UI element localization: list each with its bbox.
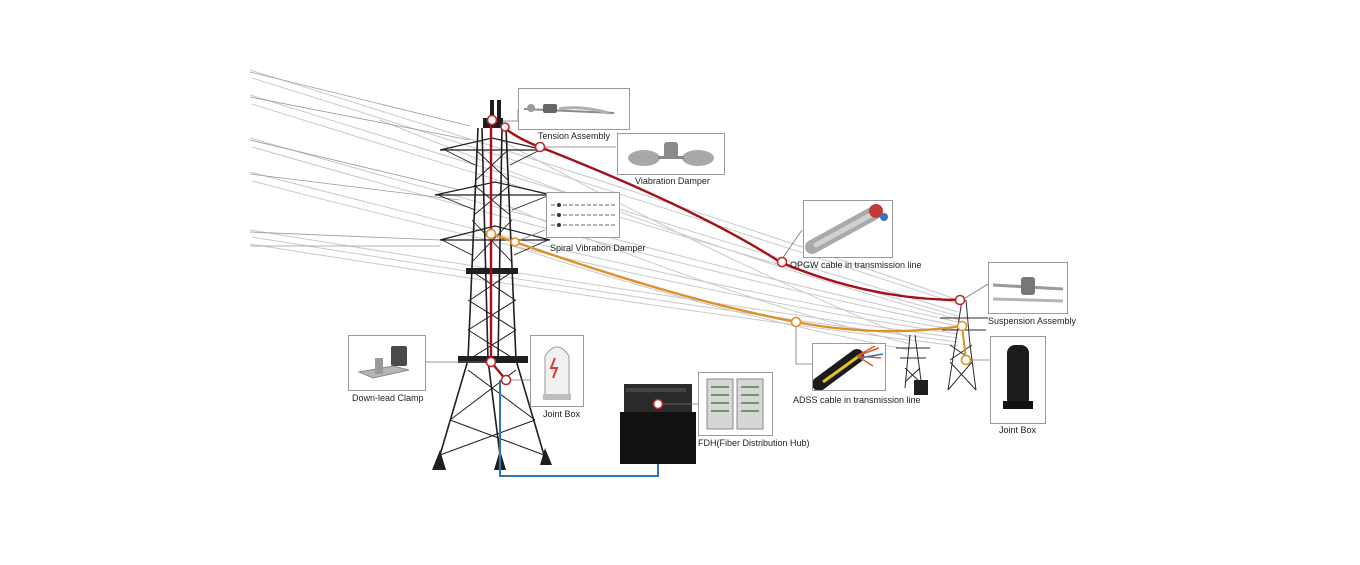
- label-adss-cable: ADSS cable in transmission line: [793, 395, 921, 405]
- small-transmission-tower: [896, 334, 930, 389]
- joint-box-right-image: [990, 336, 1046, 424]
- spiral-vibration-damper-image: [546, 192, 620, 238]
- label-suspension-assembly: Suspension Assembly: [988, 316, 1077, 326]
- suspension-assembly-image: [988, 262, 1068, 314]
- marker-spiral-damper: [485, 228, 497, 240]
- marker-fdh: [652, 398, 664, 410]
- opgw-route: [502, 126, 961, 302]
- fdh-cabinet: [620, 384, 696, 464]
- opgw-cable-image: [803, 200, 893, 258]
- marker-adss-cable: [790, 316, 802, 328]
- marker-tension-assembly: [486, 114, 498, 126]
- label-opgw-cable: OPGW cable in transmission line: [790, 260, 922, 270]
- marker-tension-assembly-2: [500, 122, 510, 132]
- label-tension-assembly: Tension Assembly: [538, 131, 611, 141]
- label-joint-box-left: Joint Box: [543, 409, 581, 419]
- joint-box-left-image: [530, 335, 584, 407]
- label-joint-box-right: Joint Box: [999, 425, 1037, 435]
- callout-markers: [485, 114, 972, 410]
- adss-route: [490, 232, 963, 333]
- vibration-damper-image: [617, 133, 725, 175]
- label-spiral-vibration-damper: Spiral Vibration Damper: [550, 243, 646, 253]
- down-lead-clamp-image: [348, 335, 426, 391]
- label-fdh: FDH(Fiber Distribution Hub): [698, 438, 810, 448]
- marker-vibration-damper: [534, 141, 546, 153]
- marker-joint-box-right: [960, 354, 972, 366]
- adss-cable-image: [812, 343, 886, 391]
- fdh-image: [698, 372, 773, 436]
- marker-down-lead-clamp: [485, 356, 497, 368]
- marker-spiral-damper-2: [510, 237, 520, 247]
- tension-assembly-image: [518, 88, 630, 130]
- marker-opgw-cable: [776, 256, 788, 268]
- label-down-lead-clamp: Down-lead Clamp: [352, 393, 424, 403]
- marker-suspension-adss: [956, 320, 968, 332]
- marker-suspension-assembly: [954, 294, 966, 306]
- label-vibration-damper: Viabration Damper: [635, 176, 710, 186]
- marker-joint-box-left: [500, 374, 512, 386]
